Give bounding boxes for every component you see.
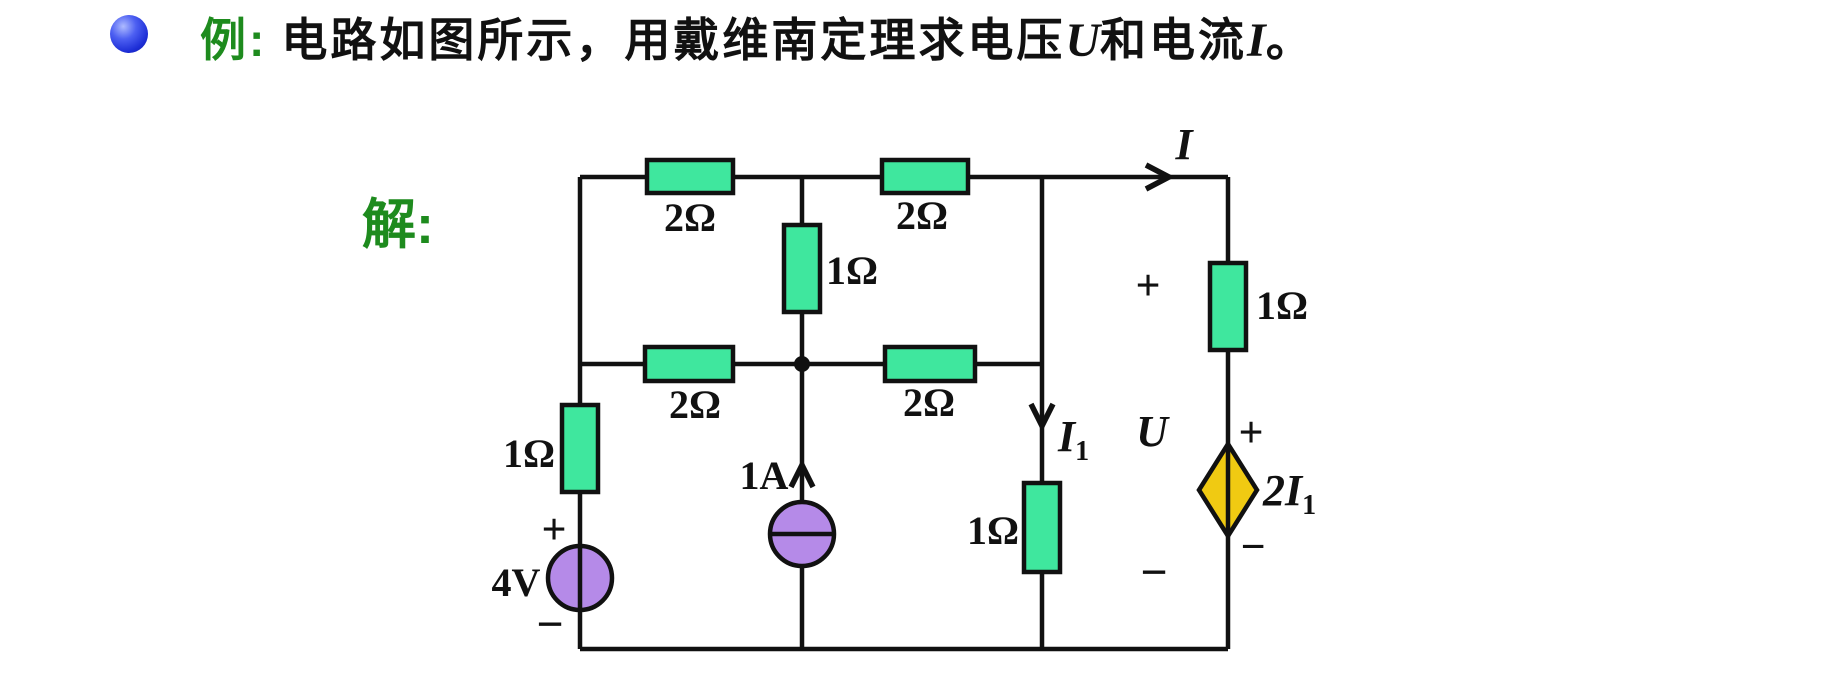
resistor-load xyxy=(1021,480,1063,575)
label-resistor-bridge: 1Ω xyxy=(826,248,878,293)
resistor-left xyxy=(559,402,601,495)
current-arrow-1a-icon xyxy=(788,458,816,489)
bullet-icon xyxy=(110,15,148,53)
label-current-i1: I1 xyxy=(1057,412,1089,467)
sign-plus-voltage-source: + xyxy=(541,505,566,554)
sign-minus-u: − xyxy=(1140,546,1167,599)
label-resistor-mid-right: 2Ω xyxy=(903,380,955,425)
title-var-u: U xyxy=(1065,14,1100,67)
label-current-source: 1A xyxy=(740,453,789,498)
resistor-bridge xyxy=(781,222,823,315)
resistor-right xyxy=(1207,260,1249,353)
junction-dot xyxy=(794,356,810,372)
label-resistor-mid-left: 2Ω xyxy=(669,382,721,427)
label-voltage-u: U xyxy=(1136,407,1170,456)
sign-minus-dependent: − xyxy=(1240,522,1265,571)
solution-label: 解: xyxy=(362,195,434,255)
sign-plus-u: + xyxy=(1135,261,1160,310)
sign-plus-dependent: + xyxy=(1238,408,1263,457)
title-text-pre: 电路如图所示，用戴维南定理求电压 xyxy=(281,14,1066,66)
label-current-i: I xyxy=(1174,120,1194,169)
title-text-mid: 和电流 xyxy=(1100,14,1247,66)
resistor-top-right xyxy=(879,157,971,196)
label-resistor-left: 1Ω xyxy=(503,431,555,476)
page-title: 例:电路如图所示，用戴维南定理求电压U和电流I。 xyxy=(200,4,1315,70)
label-resistor-top-right: 2Ω xyxy=(896,193,948,238)
title-var-i: I xyxy=(1247,14,1266,67)
resistor-mid-right xyxy=(882,344,978,384)
title-text-end: 。 xyxy=(1265,14,1315,66)
label-resistor-load: 1Ω xyxy=(967,508,1019,553)
current-arrow-i1-icon xyxy=(1028,402,1056,433)
resistor-mid-left xyxy=(642,344,736,384)
resistor-top-left xyxy=(644,157,736,196)
example-label: 例: xyxy=(200,14,268,66)
label-dependent-source: 2I1 xyxy=(1262,466,1316,521)
sign-minus-voltage-source: − xyxy=(536,598,563,651)
current-arrow-i-icon xyxy=(1144,162,1175,192)
label-resistor-right: 1Ω xyxy=(1256,283,1308,328)
label-resistor-top-left: 2Ω xyxy=(664,195,716,240)
label-voltage-source: 4V xyxy=(492,560,541,605)
